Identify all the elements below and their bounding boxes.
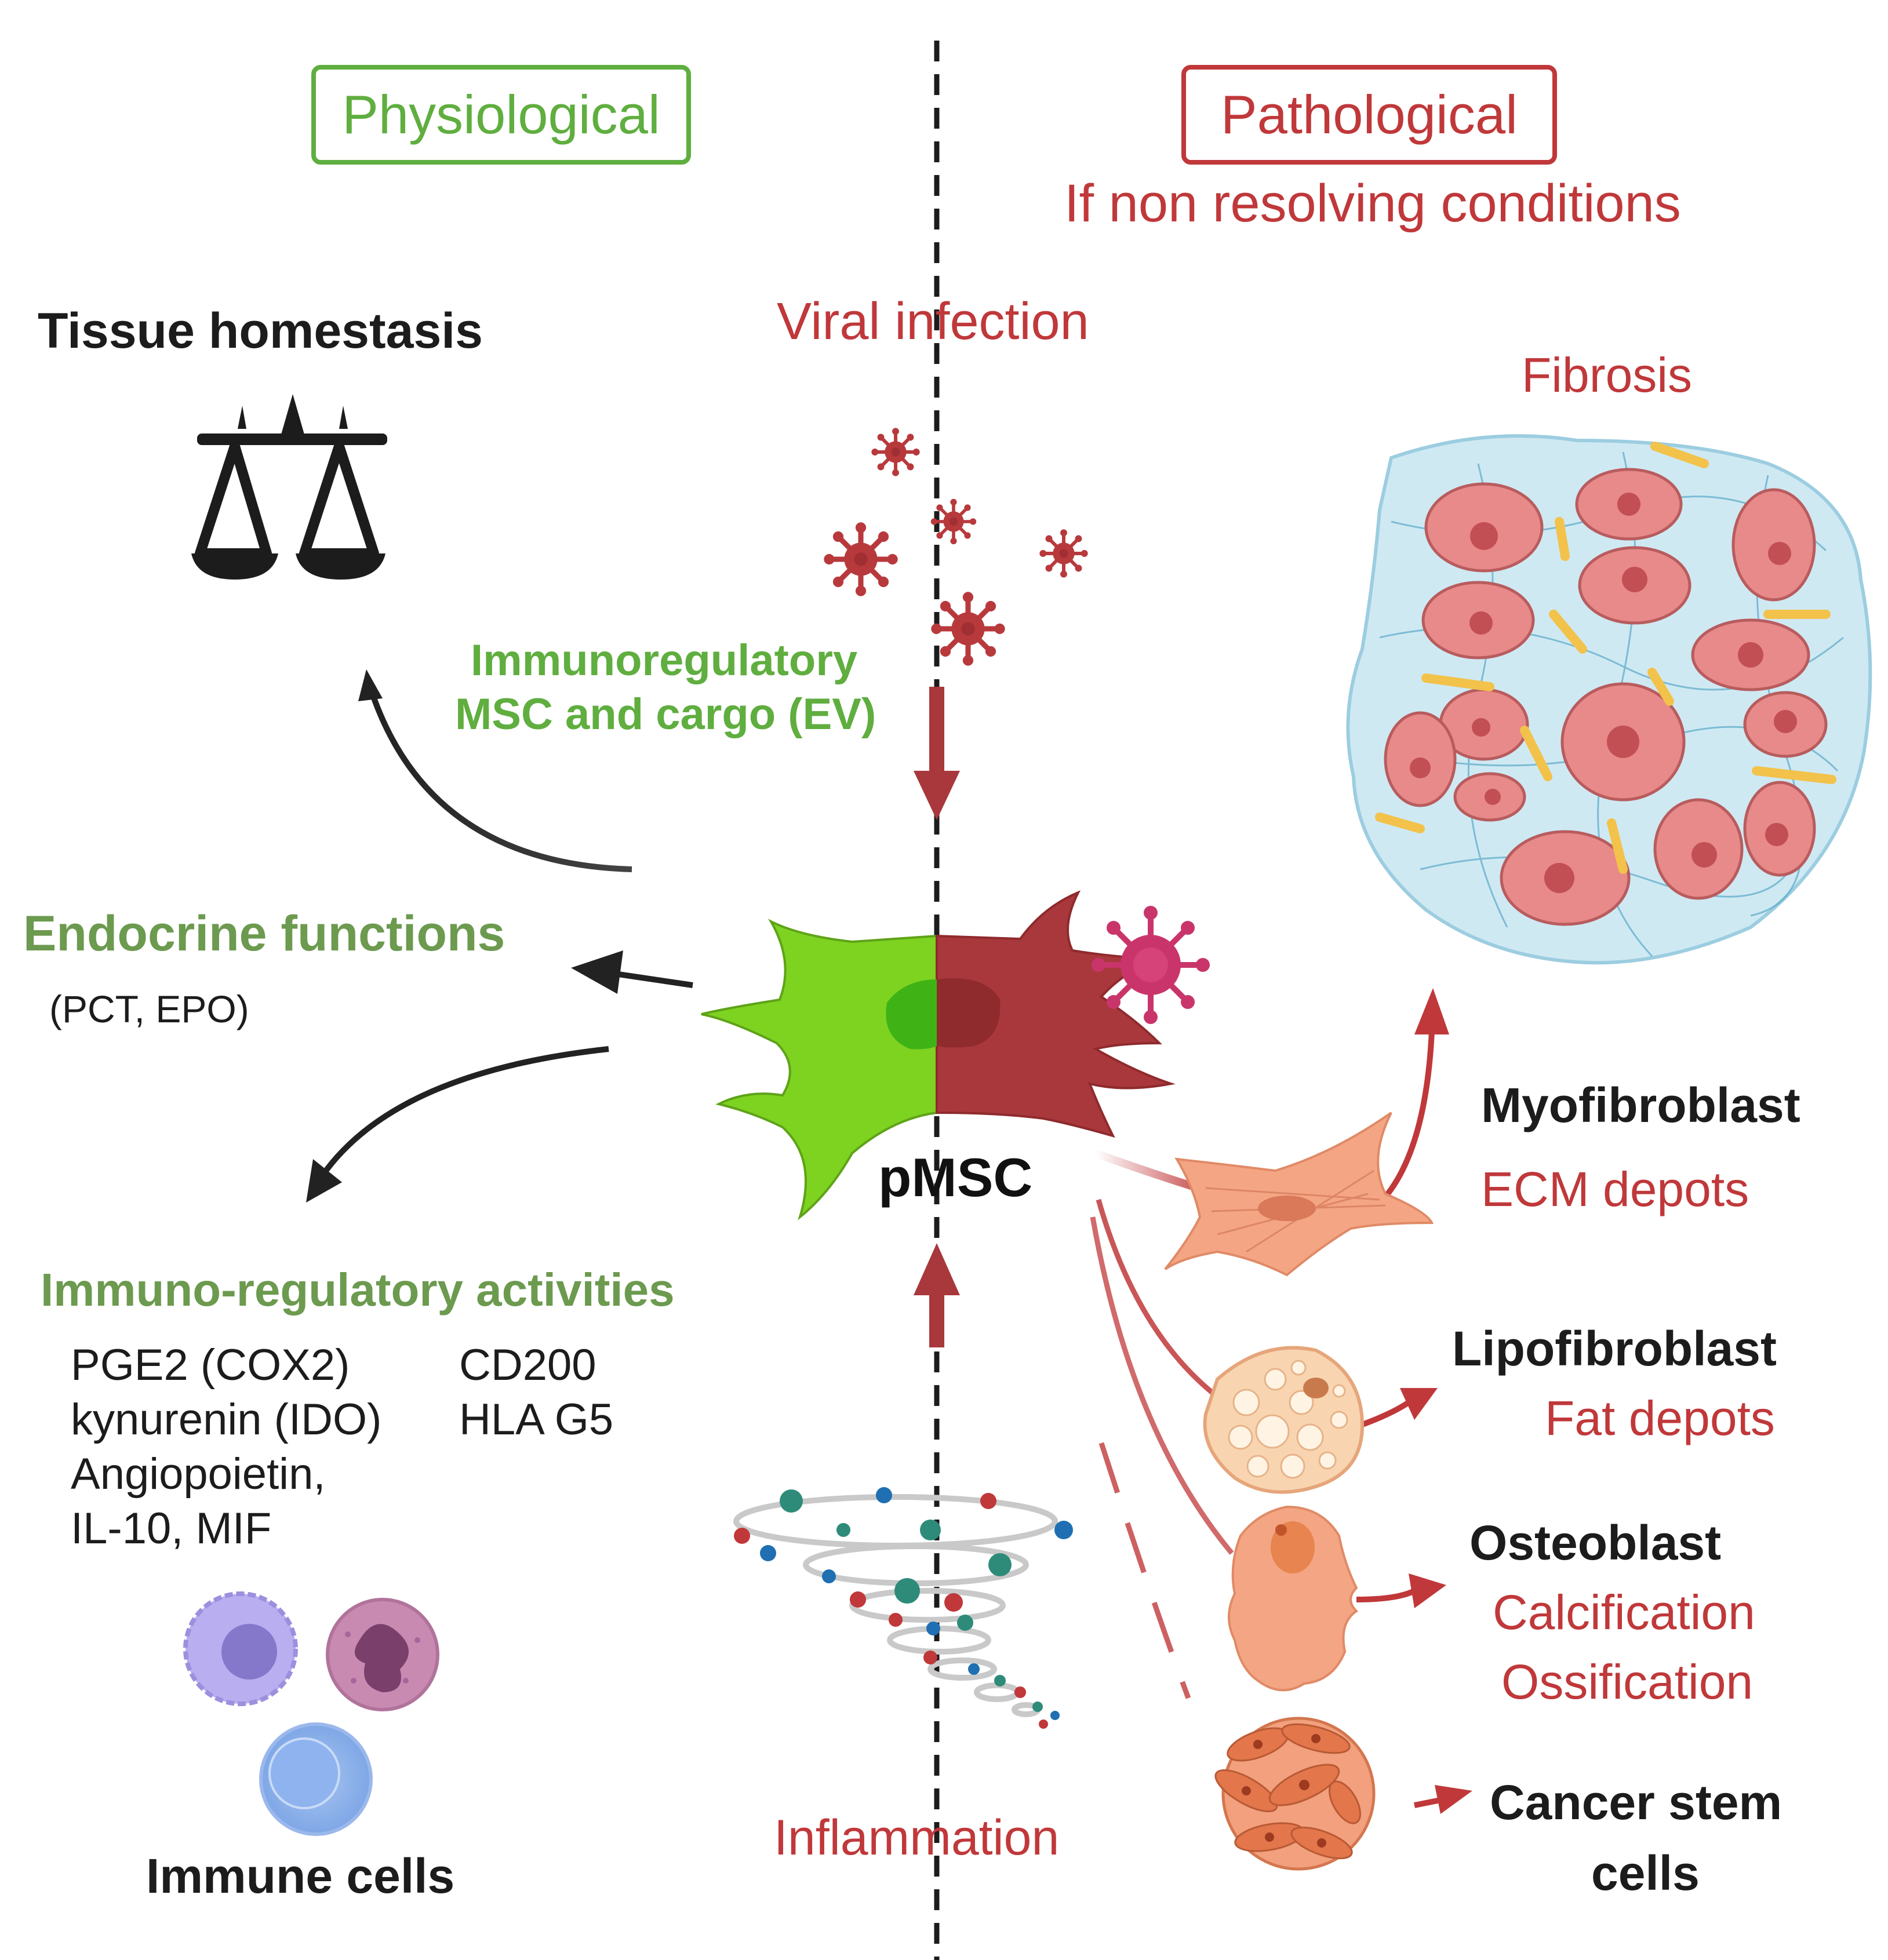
fibrosis-tissue-icon bbox=[1346, 434, 1872, 965]
endocrine-functions-detail: (PCT, EPO) bbox=[49, 988, 249, 1030]
tornado-icon bbox=[733, 1494, 1058, 1717]
balance-scale-icon bbox=[191, 394, 387, 580]
myofibroblast-label: Myofibroblast bbox=[1481, 1078, 1800, 1132]
immuno-right-2: HLA G5 bbox=[459, 1395, 614, 1444]
osteoblast-label: Osteoblast bbox=[1469, 1515, 1722, 1570]
immuno-left-1: PGE2 (COX2) bbox=[71, 1340, 350, 1390]
cancer-stem-cells-label-1: Cancer stem bbox=[1490, 1775, 1782, 1830]
arrow-to-lipofibroblast bbox=[1096, 1198, 1438, 1429]
calcification-label: Calcification bbox=[1493, 1585, 1755, 1640]
lymphocyte-icon bbox=[259, 1722, 373, 1836]
immuno-regulatory-title: Immuno-regulatory activities bbox=[41, 1264, 675, 1316]
lipofibroblast-label: Lipofibroblast bbox=[1452, 1321, 1777, 1376]
physiological-header: Physiological bbox=[311, 65, 691, 165]
inflammation-label: Inflammation bbox=[774, 1810, 1060, 1866]
pathological-header: Pathological bbox=[1181, 65, 1557, 165]
immune-cells-label: Immune cells bbox=[146, 1849, 455, 1903]
arrow-to-immuno bbox=[306, 1046, 609, 1203]
immuno-right-1: CD200 bbox=[459, 1340, 596, 1390]
lipofibroblast-icon bbox=[1203, 1346, 1365, 1494]
neutrophil-icon bbox=[326, 1598, 439, 1711]
immuno-left-3: Angiopoietin, bbox=[71, 1449, 326, 1499]
arrow-to-cancer-stem-cells bbox=[1098, 1442, 1472, 1814]
cytokine-particles bbox=[734, 1487, 1073, 1729]
endocrine-functions-title: Endocrine functions bbox=[23, 906, 505, 961]
osteoblast-icon bbox=[1228, 1505, 1359, 1692]
viral-infection-label: Viral infection bbox=[777, 293, 1089, 351]
fibrosis-label: Fibrosis bbox=[1522, 348, 1693, 402]
immunoregulatory-msc-label-1: Immunoregulatory bbox=[471, 636, 858, 685]
cancer-stem-cells-icon bbox=[1214, 1717, 1376, 1871]
arrow-to-homeostasis bbox=[358, 669, 632, 872]
monocyte-icon bbox=[183, 1591, 298, 1706]
pathological-subheader: If non resolving conditions bbox=[1064, 174, 1681, 233]
virus-icon bbox=[824, 428, 1087, 665]
tissue-homeostasis-label: Tissue homestasis bbox=[38, 303, 483, 359]
incoming-arrow-up bbox=[914, 1243, 960, 1347]
arrow-to-osteoblast bbox=[1090, 1216, 1446, 1608]
ossification-label: Ossification bbox=[1501, 1655, 1754, 1709]
ecm-depots-label: ECM depots bbox=[1481, 1162, 1749, 1216]
pathological-header-label: Pathological bbox=[1220, 84, 1518, 145]
physiological-header-label: Physiological bbox=[342, 84, 660, 145]
immunoregulatory-msc-label-2: MSC and cargo (EV) bbox=[455, 690, 876, 739]
immuno-left-2: kynurenin (IDO) bbox=[71, 1395, 382, 1444]
cancer-stem-cells-label-2: cells bbox=[1591, 1846, 1700, 1900]
pmsc-label: pMSC bbox=[878, 1147, 1033, 1208]
incoming-arrow-down bbox=[914, 687, 960, 820]
fat-depots-label: Fat depots bbox=[1545, 1391, 1775, 1445]
msc-cell-icon bbox=[701, 890, 1210, 1221]
myofibroblast-icon bbox=[1164, 1112, 1434, 1277]
immuno-left-4: IL-10, MIF bbox=[71, 1504, 272, 1553]
arrow-to-endocrine bbox=[571, 950, 693, 994]
arrow-to-fibrosis bbox=[1383, 988, 1449, 1199]
